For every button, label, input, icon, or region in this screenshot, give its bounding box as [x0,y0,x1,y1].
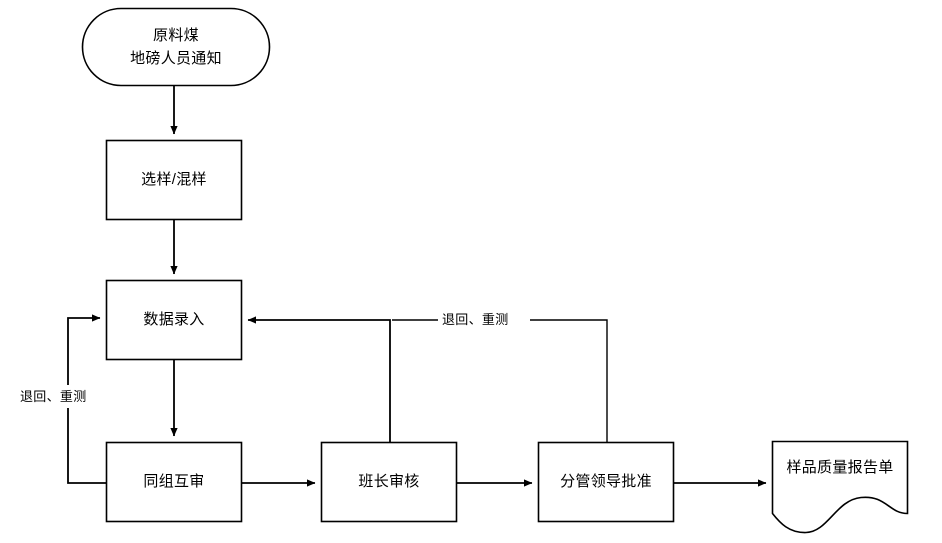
node-shape-sample-select-mix[interactable] [105,139,243,221]
edge-feedback-leader-approval-to-data-entry [392,319,608,442]
node-shape-data-entry[interactable] [105,279,243,361]
node-shape-quality-report[interactable] [771,440,909,534]
edge-label-reject-retest-left: 退回、重测 [18,389,89,404]
node-shape-leader-approval[interactable] [537,441,675,523]
edge-label-reject-retest-top: 退回、重测 [440,312,511,327]
node-shape-peer-review[interactable] [105,441,243,523]
node-shape-raw-coal-notice[interactable] [81,7,271,87]
edge-feedback-peer-review-to-data-entry [67,314,106,484]
node-shape-shift-leader-review[interactable] [320,441,458,523]
edge-feedback-shift-leader-to-data-entry [247,316,391,442]
